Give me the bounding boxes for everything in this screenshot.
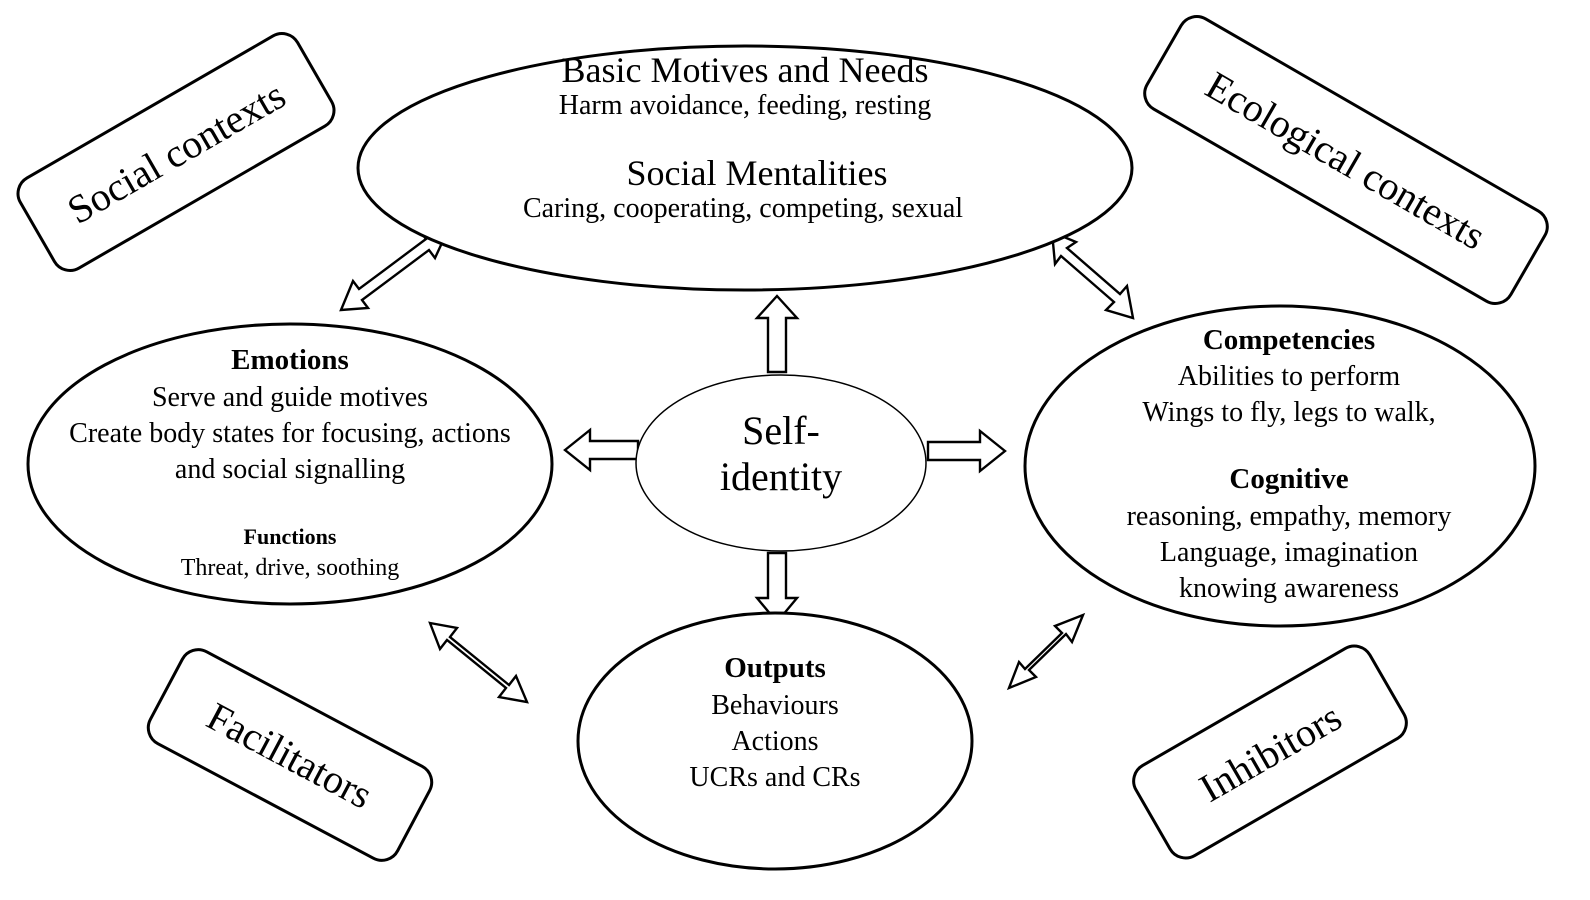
outputs-heading: Outputs — [724, 652, 826, 684]
outputs-line: Behaviours — [711, 690, 839, 721]
double-arrow-emotions-to-outputs — [428, 621, 529, 704]
emotions-line: Create body states for focusing, actions — [69, 418, 511, 449]
arrow-self-to-outputs — [754, 551, 800, 624]
double-arrow-competencies-to-outputs — [1006, 612, 1086, 691]
motives-ellipse: Basic Motives and Needs Harm avoidance, … — [356, 44, 1134, 292]
functions-heading: Functions — [244, 524, 337, 549]
self-identity-ellipse: Self- identity — [635, 374, 927, 552]
outputs-ellipse: Outputs Behaviours Actions UCRs and CRs — [576, 611, 974, 871]
emotions-heading: Emotions — [231, 344, 349, 376]
inhibitors-box: Inhibitors — [1132, 644, 1408, 860]
cognitive-line: Language, imagination — [1160, 537, 1418, 568]
functions-text: Threat, drive, soothing — [181, 555, 400, 581]
double-arrow-emotions-to-motives — [339, 229, 449, 312]
social-contexts-box: Social contexts — [16, 32, 336, 272]
competencies-ellipse: Competencies Abilities to perform Wings … — [1023, 304, 1537, 628]
cognitive-line: knowing awareness — [1179, 573, 1399, 604]
emotions-ellipse: Emotions Serve and guide motives Create … — [26, 322, 554, 606]
outputs-line: UCRs and CRs — [689, 762, 860, 793]
cognitive-line: reasoning, empathy, memory — [1127, 501, 1452, 532]
emotions-line: Serve and guide motives — [152, 382, 428, 413]
facilitators-box: Facilitators — [146, 648, 434, 862]
ecological-contexts-box: Ecological contexts — [1143, 15, 1549, 305]
self-identity-line1: Self- — [742, 408, 820, 453]
arrow-self-to-emotions — [563, 427, 640, 473]
emotions-line: and social signalling — [175, 454, 405, 485]
basic-motives-text: Harm avoidance, feeding, resting — [559, 90, 931, 121]
social-mentalities-title: Social Mentalities — [627, 153, 888, 193]
cognitive-heading: Cognitive — [1229, 463, 1348, 495]
arrow-self-to-competencies — [926, 428, 1007, 474]
competencies-heading: Competencies — [1203, 324, 1375, 356]
basic-motives-title: Basic Motives and Needs — [562, 50, 929, 90]
double-arrow-motives-to-competencies — [1050, 230, 1135, 320]
social-mentalities-text: Caring, cooperating, competing, sexual — [523, 193, 963, 224]
self-identity-line2: identity — [720, 454, 842, 499]
competencies-line: Wings to fly, legs to walk, — [1142, 397, 1435, 428]
outputs-line: Actions — [731, 726, 818, 757]
competencies-line: Abilities to perform — [1178, 361, 1401, 392]
arrow-self-to-motives — [754, 294, 800, 374]
